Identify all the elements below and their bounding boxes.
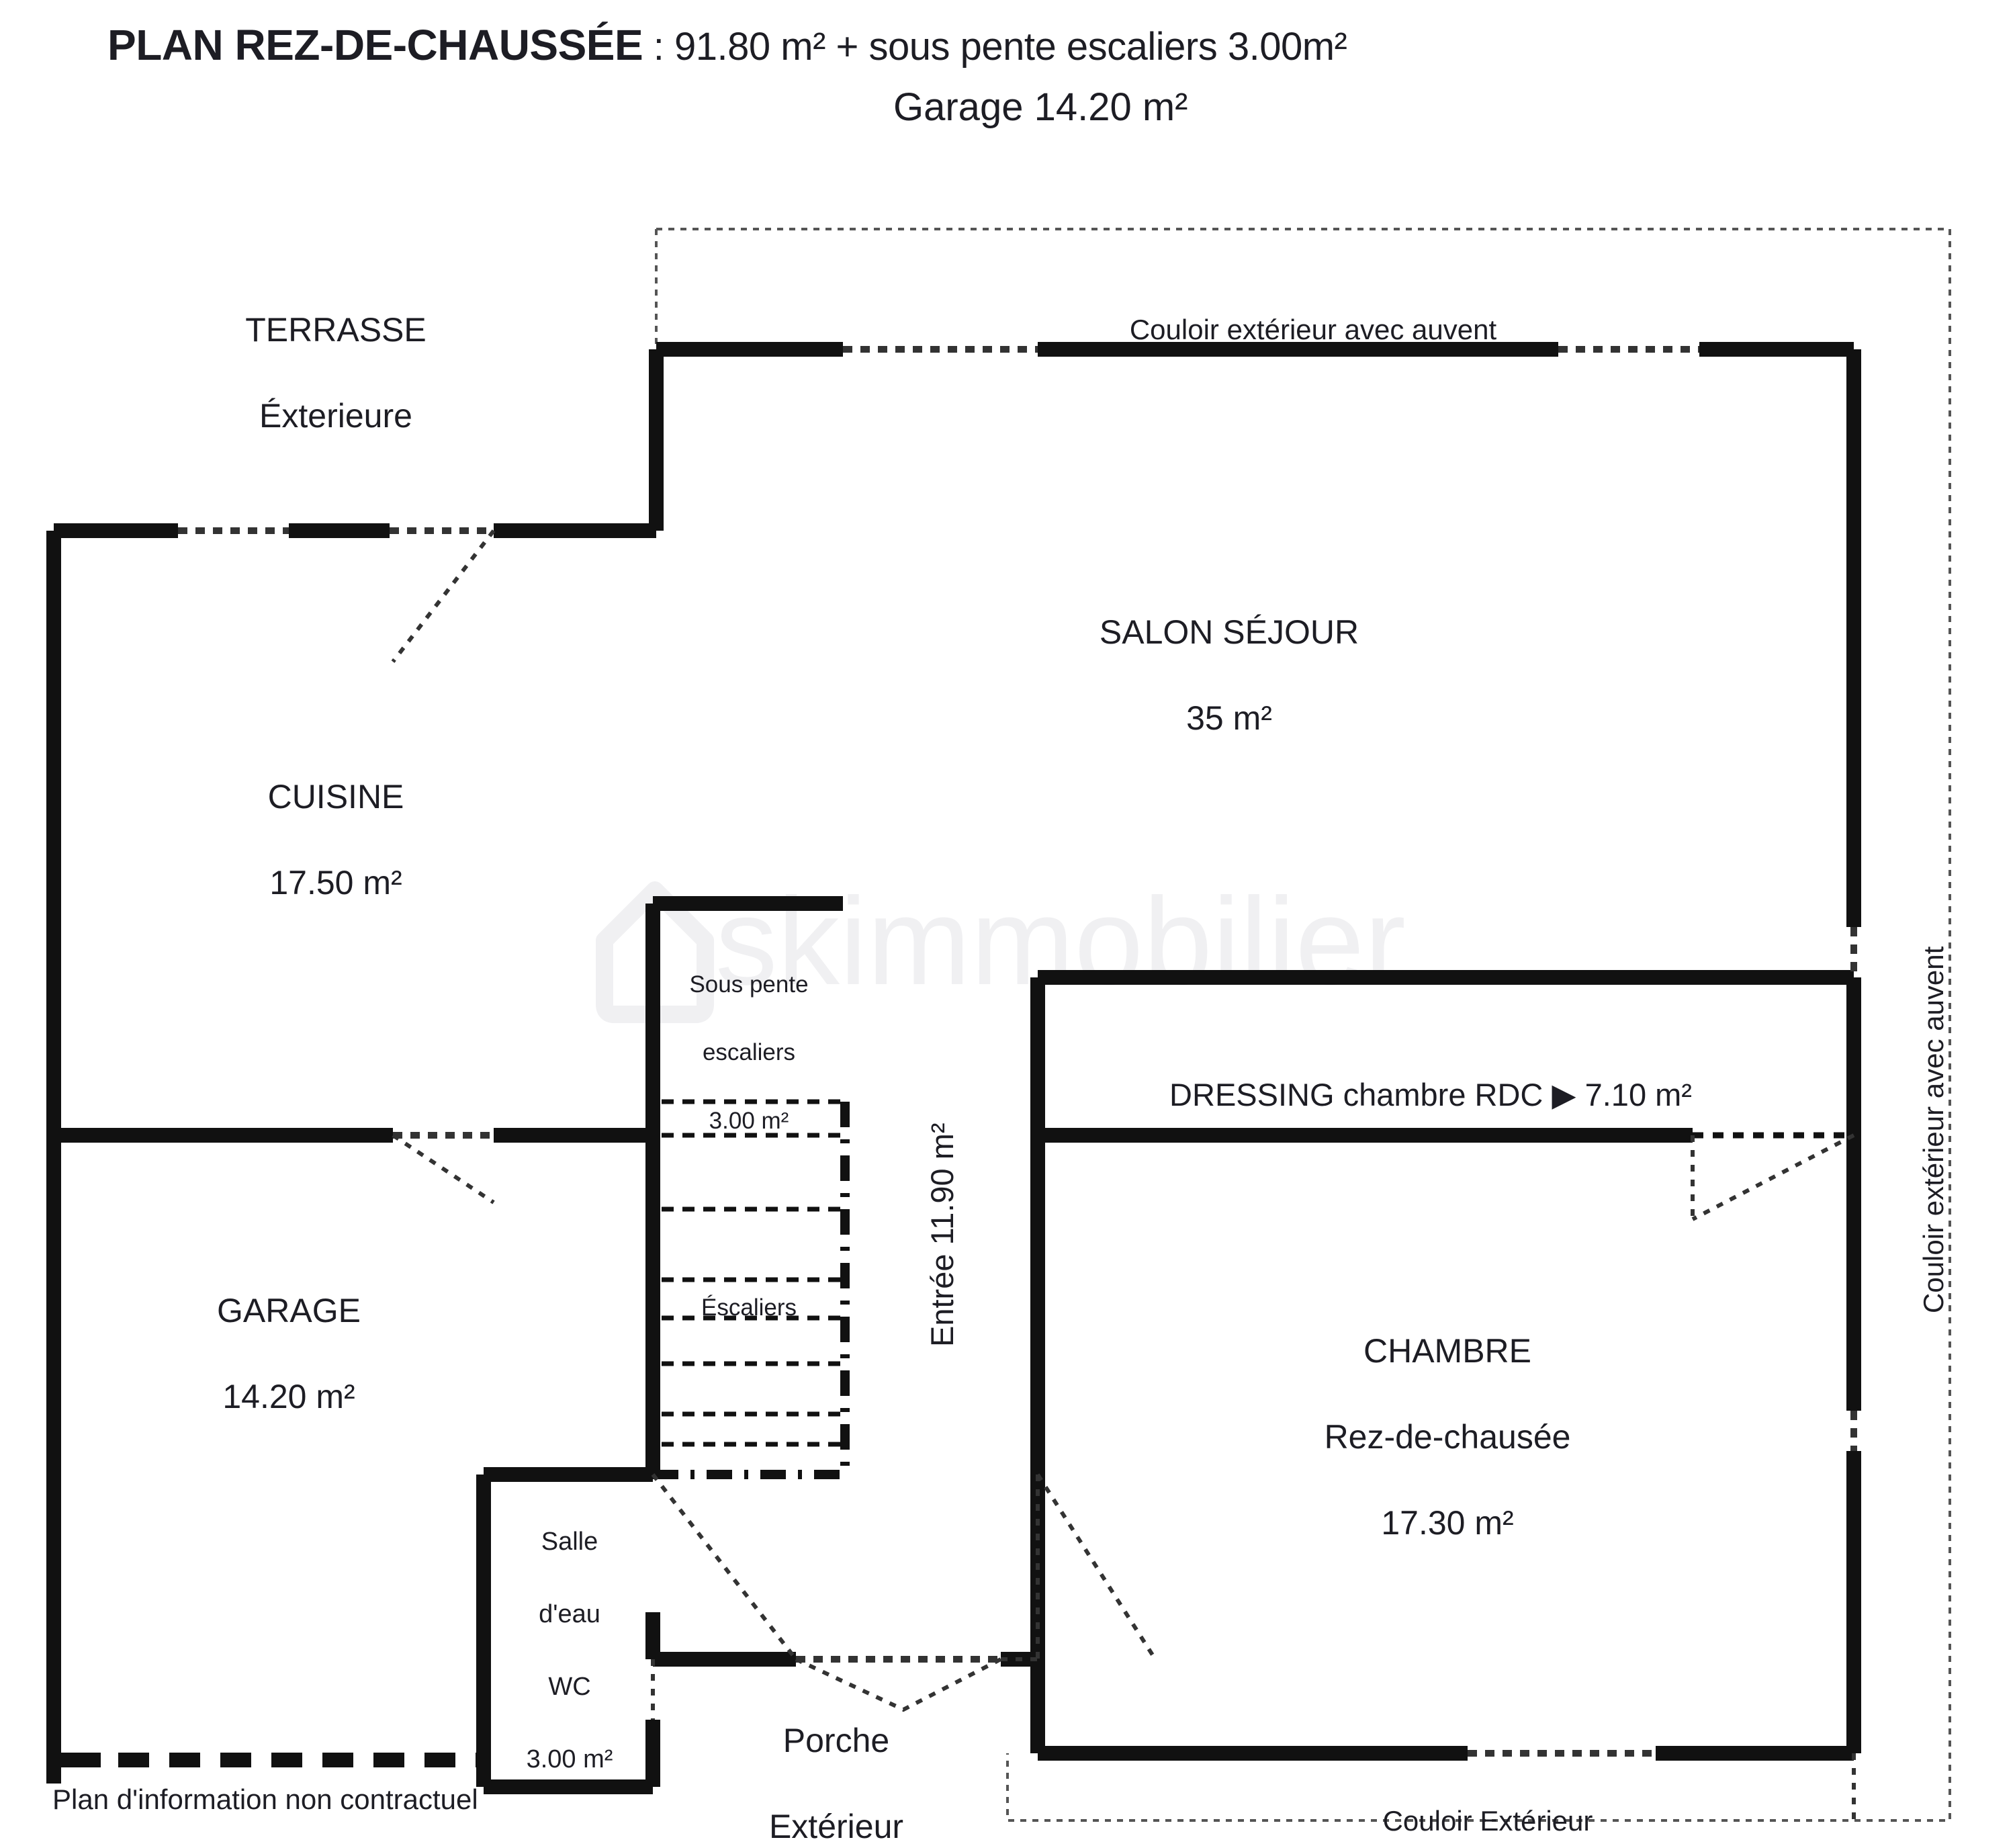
page-title-rest: : 91.80 m² + sous pente escaliers 3.00m²	[643, 25, 1347, 69]
couloir-right-text: Couloir extérieur avec auvent	[1918, 946, 1949, 1313]
garage-name: GARAGE	[217, 1292, 361, 1329]
room-label-salon: SALON SÉJOUR 35 m²	[1100, 568, 1359, 740]
couloir-bottom-text: Couloir Extérieur	[1382, 1804, 1593, 1837]
door-swing-salle-eau	[651, 1473, 798, 1661]
dressing-name: DRESSING chambre RDC ▶ 7.10 m²	[1169, 1077, 1692, 1113]
terrasse-sub: Éxterieure	[259, 397, 412, 435]
couloir-top-text: Couloir extérieur avec auvent	[1129, 313, 1497, 345]
salon-name: SALON SÉJOUR	[1099, 613, 1359, 651]
entree-name: Entrée 11.90 m²	[924, 1123, 960, 1347]
salle-eau-line2: d'eau	[539, 1599, 600, 1628]
room-label-dressing: DRESSING chambre RDC ▶ 7.10 m²	[1169, 1035, 1692, 1115]
chambre-sub: Rez-de-chausée	[1324, 1418, 1571, 1456]
room-label-entree: Entrée 11.90 m²	[924, 1123, 960, 1347]
chambre-name: CHAMBRE	[1363, 1332, 1532, 1370]
sous-pente-line2: escaliers	[702, 1039, 796, 1066]
room-label-cuisine: CUISINE 17.50 m²	[268, 732, 404, 904]
salle-eau-line3: WC	[548, 1672, 591, 1701]
sous-pente-line1: Sous pente	[689, 971, 809, 998]
footer-disclaimer: Plan d'information non contractuel	[52, 1784, 478, 1816]
sous-pente-line3: 3.00 m²	[709, 1107, 789, 1134]
salle-eau-line4: 3.00 m²	[526, 1745, 613, 1773]
room-label-escaliers: Éscaliers	[701, 1263, 797, 1323]
plan-header: PLAN REZ-DE-CHAUSSÉE : 91.80 m² + sous p…	[0, 20, 2015, 130]
salle-eau-line1: Salle	[541, 1527, 598, 1556]
porche-line2: Extérieur	[768, 1808, 904, 1845]
annotation-couloir-top: Couloir extérieur avec auvent	[1130, 275, 1496, 348]
garage-area: 14.20 m²	[222, 1378, 355, 1415]
door-swing-terrasse	[391, 529, 496, 663]
room-label-chambre: CHAMBRE Rez-de-chausée 17.30 m²	[1325, 1286, 1571, 1544]
page-title-main: PLAN REZ-DE-CHAUSSÉE	[107, 21, 643, 69]
room-label-salle-eau: Salle d'eau WC 3.00 m²	[527, 1488, 613, 1778]
stair-shaft-right	[653, 1102, 850, 1479]
walls	[46, 342, 1861, 1794]
cuisine-area: 17.50 m²	[269, 864, 402, 901]
door-swing-chambre	[1036, 1473, 1157, 1661]
exterior-corridor-outline	[655, 228, 1951, 1822]
porche-line1: Porche	[782, 1722, 890, 1759]
openings	[178, 346, 1857, 1757]
door-swing-porche	[795, 1657, 1002, 1712]
annotation-couloir-right: Couloir extérieur avec auvent	[1918, 947, 1950, 1313]
annotation-couloir-bottom: Couloir Extérieur	[1383, 1767, 1593, 1839]
footer-text: Plan d'information non contractuel	[52, 1784, 478, 1815]
door-swing-dressing-b	[1691, 1133, 1855, 1221]
door-swing-cuisine-garage	[392, 1133, 495, 1204]
room-label-garage: GARAGE 14.20 m²	[217, 1246, 361, 1418]
room-label-terrasse: TERRASSE Éxterieure	[245, 265, 427, 437]
room-label-porche: Porche Extérieur	[769, 1676, 903, 1848]
terrasse-name: TERRASSE	[245, 311, 427, 349]
cuisine-name: CUISINE	[267, 778, 404, 816]
escaliers-name: Éscaliers	[701, 1294, 797, 1321]
stair-treads	[662, 1099, 843, 1447]
page-title: PLAN REZ-DE-CHAUSSÉE : 91.80 m² + sous p…	[107, 20, 2015, 70]
salon-area: 35 m²	[1186, 699, 1272, 737]
door-swings	[391, 529, 1856, 1820]
page-subtitle: Garage 14.20 m²	[893, 85, 1188, 129]
room-label-sous-pente: Sous pente escaliers 3.00 m²	[689, 934, 808, 1139]
chambre-area: 17.30 m²	[1381, 1504, 1514, 1542]
